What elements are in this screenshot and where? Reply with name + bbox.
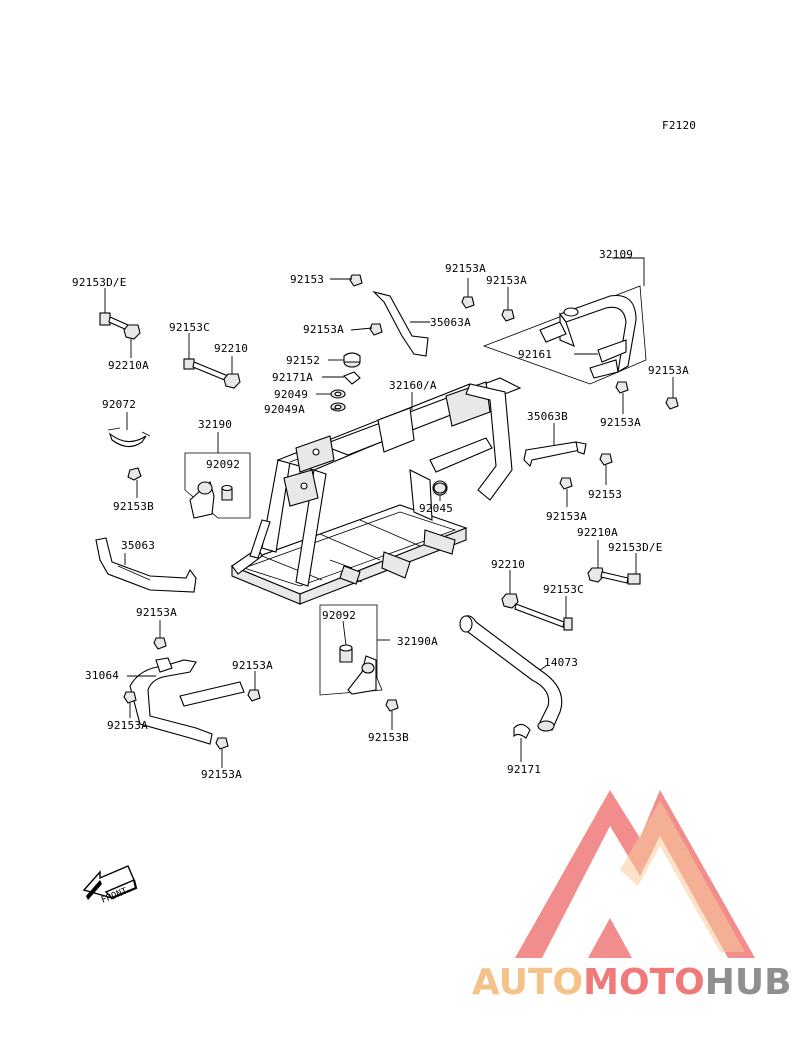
nut-92210-right[interactable] <box>501 593 519 609</box>
label-92153de-left: 92153D/E <box>72 276 127 289</box>
front-direction-arrow: FRONT <box>82 865 138 906</box>
bolt-92153a-rack-mid[interactable] <box>501 309 515 322</box>
bolt-92153de-left[interactable] <box>99 312 129 331</box>
label-92153a-top: 92153A <box>303 323 344 336</box>
label-92153-top: 92153 <box>290 273 324 286</box>
bolt-92153a-guard-left[interactable] <box>123 691 137 704</box>
label-92153a-guard-left: 92153A <box>107 719 148 732</box>
label-92153de-right: 92153D/E <box>608 541 663 554</box>
label-35063: 35063 <box>121 539 155 552</box>
label-92153b-center: 92153B <box>368 731 409 744</box>
bolt-92153b-left[interactable] <box>127 467 142 481</box>
bolt-92153-top[interactable] <box>349 274 363 287</box>
label-92049a: 92049A <box>264 403 305 416</box>
label-92210a-right: 92210A <box>577 526 618 539</box>
label-92153a-guard-bottom: 92153A <box>201 768 242 781</box>
bracket-35063-left[interactable] <box>95 537 197 593</box>
label-14073: 14073 <box>544 656 578 669</box>
label-92210-right: 92210 <box>491 558 525 571</box>
label-92092-center: 92092 <box>322 609 356 622</box>
bracket-35063b[interactable] <box>523 441 587 468</box>
label-92153a-rack-low: 92153A <box>600 416 641 429</box>
hose-14073[interactable] <box>459 615 563 732</box>
clamp-92072[interactable] <box>107 427 151 448</box>
label-92152: 92152 <box>286 354 320 367</box>
bracket-32190[interactable] <box>184 452 251 519</box>
logo-hub: HUB <box>705 962 792 1003</box>
label-92171: 92171 <box>507 763 541 776</box>
label-92161: 92161 <box>518 348 552 361</box>
label-35063b: 35063B <box>527 410 568 423</box>
label-92153a-rack-mid: 92153A <box>486 274 527 287</box>
label-92153a-right: 92153A <box>546 510 587 523</box>
label-92153-right: 92153 <box>588 488 622 501</box>
bracket-32190a[interactable] <box>319 604 383 696</box>
bolt-92153a-guard-bottom[interactable] <box>215 737 229 750</box>
label-92045: 92045 <box>419 502 453 515</box>
bolt-92153a-guard-top[interactable] <box>153 637 167 650</box>
bolt-92153a-top[interactable] <box>369 323 383 336</box>
label-92210a-left: 92210A <box>108 359 149 372</box>
bolt-92153a-rack-low[interactable] <box>615 381 629 394</box>
label-92153a-guard-right: 92153A <box>232 659 273 672</box>
label-32109: 32109 <box>599 248 633 261</box>
svg-text:AUTOMOTOHUB: AUTOMOTOHUB <box>472 962 792 1003</box>
part-labels: 92153D/E 92210A 92153C 92210 92072 32190… <box>72 248 689 781</box>
label-92153c-right: 92153C <box>543 583 584 596</box>
washer-92049a[interactable] <box>330 402 346 412</box>
bolt-92153a-rack-right[interactable] <box>665 397 679 410</box>
label-92072: 92072 <box>102 398 136 411</box>
bolt-92153a-guard-right[interactable] <box>247 689 261 702</box>
label-92171a: 92171A <box>272 371 313 384</box>
rear-carrier-32109[interactable] <box>482 285 647 385</box>
label-35063a: 35063A <box>430 316 471 329</box>
washer-92049[interactable] <box>330 389 346 399</box>
label-92210-left: 92210 <box>214 342 248 355</box>
bolt-92153b-center[interactable] <box>385 699 399 712</box>
bolt-92153a-rack-left[interactable] <box>461 296 475 309</box>
nut-92210a-right[interactable] <box>587 567 605 583</box>
bolt-92153-right[interactable] <box>599 453 613 466</box>
label-92092-left: 92092 <box>206 458 240 471</box>
bracket-35063a[interactable] <box>372 290 429 357</box>
bolt-92153de-right[interactable] <box>600 571 641 585</box>
label-32160a: 32160/A <box>389 379 437 392</box>
bolt-92153c-left[interactable] <box>183 358 229 382</box>
nut-92210-left[interactable] <box>223 373 241 389</box>
rubber-92045[interactable] <box>433 482 447 494</box>
logo-auto: AUTO <box>472 962 583 1003</box>
clamp-92171[interactable] <box>513 723 531 739</box>
label-92153b-left: 92153B <box>113 500 154 513</box>
automotohub-watermark-logo <box>515 790 755 958</box>
bolt-92153c-right[interactable] <box>514 603 573 631</box>
label-32190: 32190 <box>198 418 232 431</box>
cap-92152[interactable] <box>343 352 361 368</box>
clip-92171a[interactable] <box>343 371 361 385</box>
main-frame-32160[interactable] <box>230 377 522 605</box>
label-31064: 31064 <box>85 669 119 682</box>
figure-code: F2120 <box>662 119 696 132</box>
label-32190a: 32190A <box>397 635 438 648</box>
logo-moto: MOTO <box>583 962 705 1003</box>
bolt-92153a-right[interactable] <box>559 477 573 490</box>
label-92153a-guard-top: 92153A <box>136 606 177 619</box>
label-92153c-left: 92153C <box>169 321 210 334</box>
label-92153a-rack-right: 92153A <box>648 364 689 377</box>
nut-92210a-left[interactable] <box>123 324 141 340</box>
leader-lines <box>104 257 674 768</box>
label-92153a-rack-left: 92153A <box>445 262 486 275</box>
label-92049: 92049 <box>274 388 308 401</box>
front-guard-31064[interactable] <box>129 657 245 745</box>
